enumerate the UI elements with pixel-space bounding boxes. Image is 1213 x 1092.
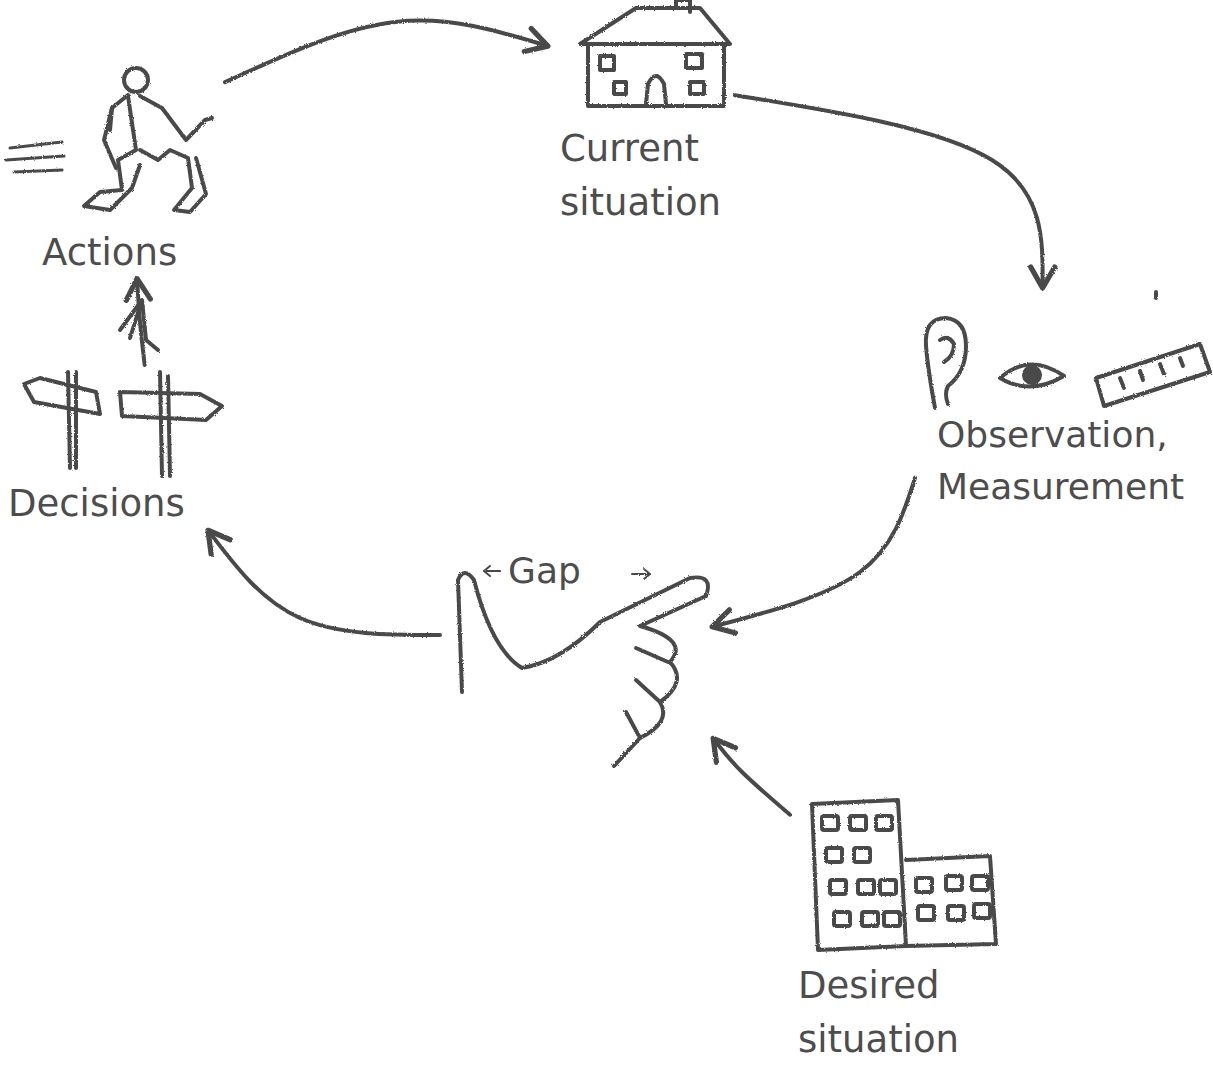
cycle-arrow bbox=[715, 741, 790, 815]
window bbox=[858, 880, 874, 894]
observation-icons bbox=[926, 292, 1210, 408]
cycle-arrow bbox=[210, 533, 440, 635]
node-label: Gap bbox=[508, 545, 618, 597]
node-label: Actions bbox=[42, 226, 222, 280]
house-icon bbox=[580, 0, 730, 106]
window bbox=[972, 876, 988, 890]
window bbox=[830, 880, 846, 894]
hand-gesture bbox=[458, 566, 708, 766]
cycle-arrow bbox=[225, 21, 545, 83]
labelled-icon: Actions bbox=[0, 60, 225, 282]
window bbox=[884, 912, 900, 926]
window bbox=[854, 848, 870, 862]
labelled-icon: Gap bbox=[440, 545, 715, 770]
labelled-icon: Current situation bbox=[545, 0, 735, 238]
labelled-icon: Desired situation bbox=[790, 795, 1005, 1077]
window bbox=[948, 906, 964, 920]
window bbox=[862, 912, 878, 926]
node-label: Observation, Measurement bbox=[937, 409, 1201, 513]
window bbox=[876, 816, 892, 830]
cycle-arrow bbox=[715, 478, 915, 626]
labelled-icon: Observation, Measurement bbox=[915, 285, 1205, 523]
window bbox=[974, 904, 990, 918]
window bbox=[822, 816, 838, 830]
labelled-icon: Decisions bbox=[8, 365, 225, 533]
window bbox=[880, 880, 896, 894]
window bbox=[826, 848, 842, 862]
node-label: Decisions bbox=[8, 477, 222, 531]
window bbox=[850, 816, 866, 830]
window bbox=[916, 878, 932, 892]
window bbox=[834, 912, 850, 926]
cycle-arrow bbox=[137, 282, 144, 365]
signpost-icon bbox=[24, 300, 222, 476]
window bbox=[946, 876, 962, 890]
cycle-arrow bbox=[735, 95, 1043, 285]
buildings-icon bbox=[812, 800, 996, 950]
node-label: Desired situation bbox=[798, 959, 1003, 1066]
running-figure bbox=[6, 68, 212, 212]
window bbox=[918, 906, 934, 920]
building-windows bbox=[822, 816, 990, 926]
node-label: Current situation bbox=[560, 122, 732, 229]
